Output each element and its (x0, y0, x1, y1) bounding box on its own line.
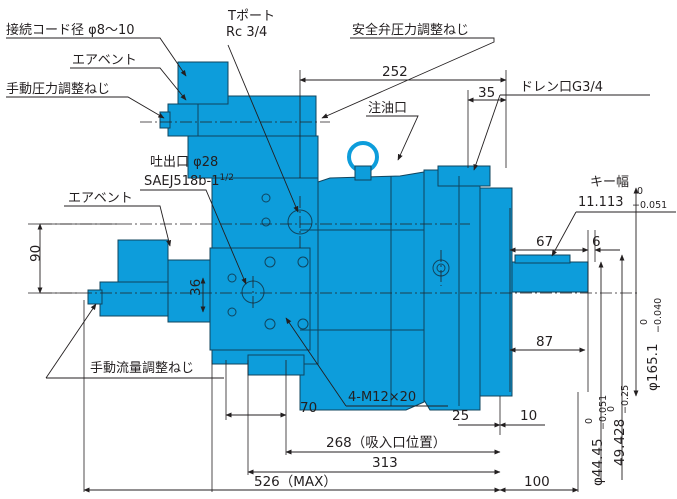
dim-44-group: φ44.45 0 −0.051 (584, 395, 609, 486)
top-handscrew (159, 111, 171, 129)
dim-6: 6 (592, 234, 601, 250)
drain-boss (437, 165, 491, 187)
dim-87: 87 (536, 334, 553, 350)
callouts: 接続コード径 φ8～10 エアベント 手動圧力調整ねじ Tポート Rc 3/4 … (6, 9, 667, 405)
top-solenoid (177, 61, 229, 105)
bolt-hole-3 (264, 318, 276, 330)
label-discharge-standard-sup: 1/2 (219, 173, 233, 183)
dim-49-group: 49.428 0 −0.25 (606, 385, 631, 466)
side-hole-4 (261, 217, 271, 227)
label-key-tol-upper: 0 (637, 186, 643, 197)
label-oil-filler: 注油口 (368, 101, 407, 116)
label-air-vent-left: エアベント (68, 191, 133, 206)
dim-36: 36 (188, 279, 204, 296)
dimension-values: 252 35 67 6 87 90 36 70 25 10 268（吸入口位置）… (28, 64, 664, 490)
side-hole-1 (227, 273, 237, 283)
main-casing (299, 171, 425, 411)
shaft-key (514, 254, 571, 264)
bolt-hole-2 (297, 256, 309, 268)
t-port-hole (287, 209, 313, 235)
left-solenoid (117, 239, 169, 283)
shaft (509, 261, 589, 293)
bolt-hole-1 (264, 256, 276, 268)
side-hole-2 (227, 307, 237, 317)
dim-44: φ44.45 (590, 438, 606, 486)
leader-lines (6, 37, 676, 407)
top-coil (167, 103, 199, 137)
dim-49: 49.428 (612, 419, 628, 466)
dim-252: 252 (382, 64, 408, 80)
dim-165-tol-lower: −0.040 (653, 298, 664, 333)
pilot-manifold (187, 135, 319, 179)
label-discharge-standard-main: SAEJ518b-1 (144, 174, 219, 189)
label-t-port-thread: Rc 3/4 (226, 25, 267, 40)
mounting-flange (479, 187, 513, 397)
label-discharge: 吐出口 φ28 (150, 155, 218, 170)
dim-49-tol-upper: 0 (606, 406, 617, 412)
left-coil (99, 281, 171, 317)
pump-body (87, 61, 589, 411)
dimension-lines (37, 77, 639, 493)
dim-268: 268（吸入口位置） (326, 435, 446, 451)
label-key-value: 11.113 (578, 195, 624, 210)
dim-90: 90 (28, 245, 44, 262)
dim-526: 526（MAX） (254, 474, 337, 490)
dim-165-group: φ165.1 0 −0.040 (639, 298, 664, 391)
label-drain: ドレン口G3/4 (520, 80, 603, 95)
label-cord: 接続コード径 φ8～10 (6, 22, 135, 38)
side-hole-3 (261, 193, 271, 203)
label-manual-pressure: 手動圧力調整ねじ (6, 82, 110, 97)
lower-block (247, 354, 305, 376)
label-bolts: 4-M12×20 (348, 390, 416, 405)
body-details (227, 176, 460, 406)
dim-100: 100 (524, 474, 550, 490)
label-safety-valve: 安全弁圧力調整ねじ (352, 22, 469, 38)
label-key-width: キー幅 (590, 175, 629, 190)
label-discharge-standard: SAEJ518b-11/2 (144, 173, 234, 189)
suction-flange (209, 247, 311, 351)
dim-67: 67 (536, 234, 553, 250)
front-housing (423, 169, 481, 411)
left-handscrew (87, 289, 103, 305)
label-manual-flow: 手動流量調整ねじ (90, 361, 194, 376)
dim-25: 25 (452, 408, 469, 424)
dim-70: 70 (300, 400, 317, 416)
dim-44-tol-lower: −0.051 (598, 395, 609, 430)
dim-35: 35 (478, 85, 495, 101)
dim-165-tol-upper: 0 (639, 319, 650, 325)
dim-49-tol-lower: −0.25 (620, 385, 631, 414)
dim-165: φ165.1 (645, 343, 661, 391)
dim-10: 10 (520, 408, 537, 424)
bolt-hole-4 (297, 318, 309, 330)
label-t-port: Tポート (227, 9, 275, 24)
oil-filler-stem (354, 165, 372, 181)
dim-313: 313 (372, 455, 398, 471)
label-key-tol-lower: −0.051 (632, 200, 667, 211)
label-air-vent-top: エアベント (72, 53, 137, 68)
dim-44-tol-upper: 0 (584, 418, 595, 424)
